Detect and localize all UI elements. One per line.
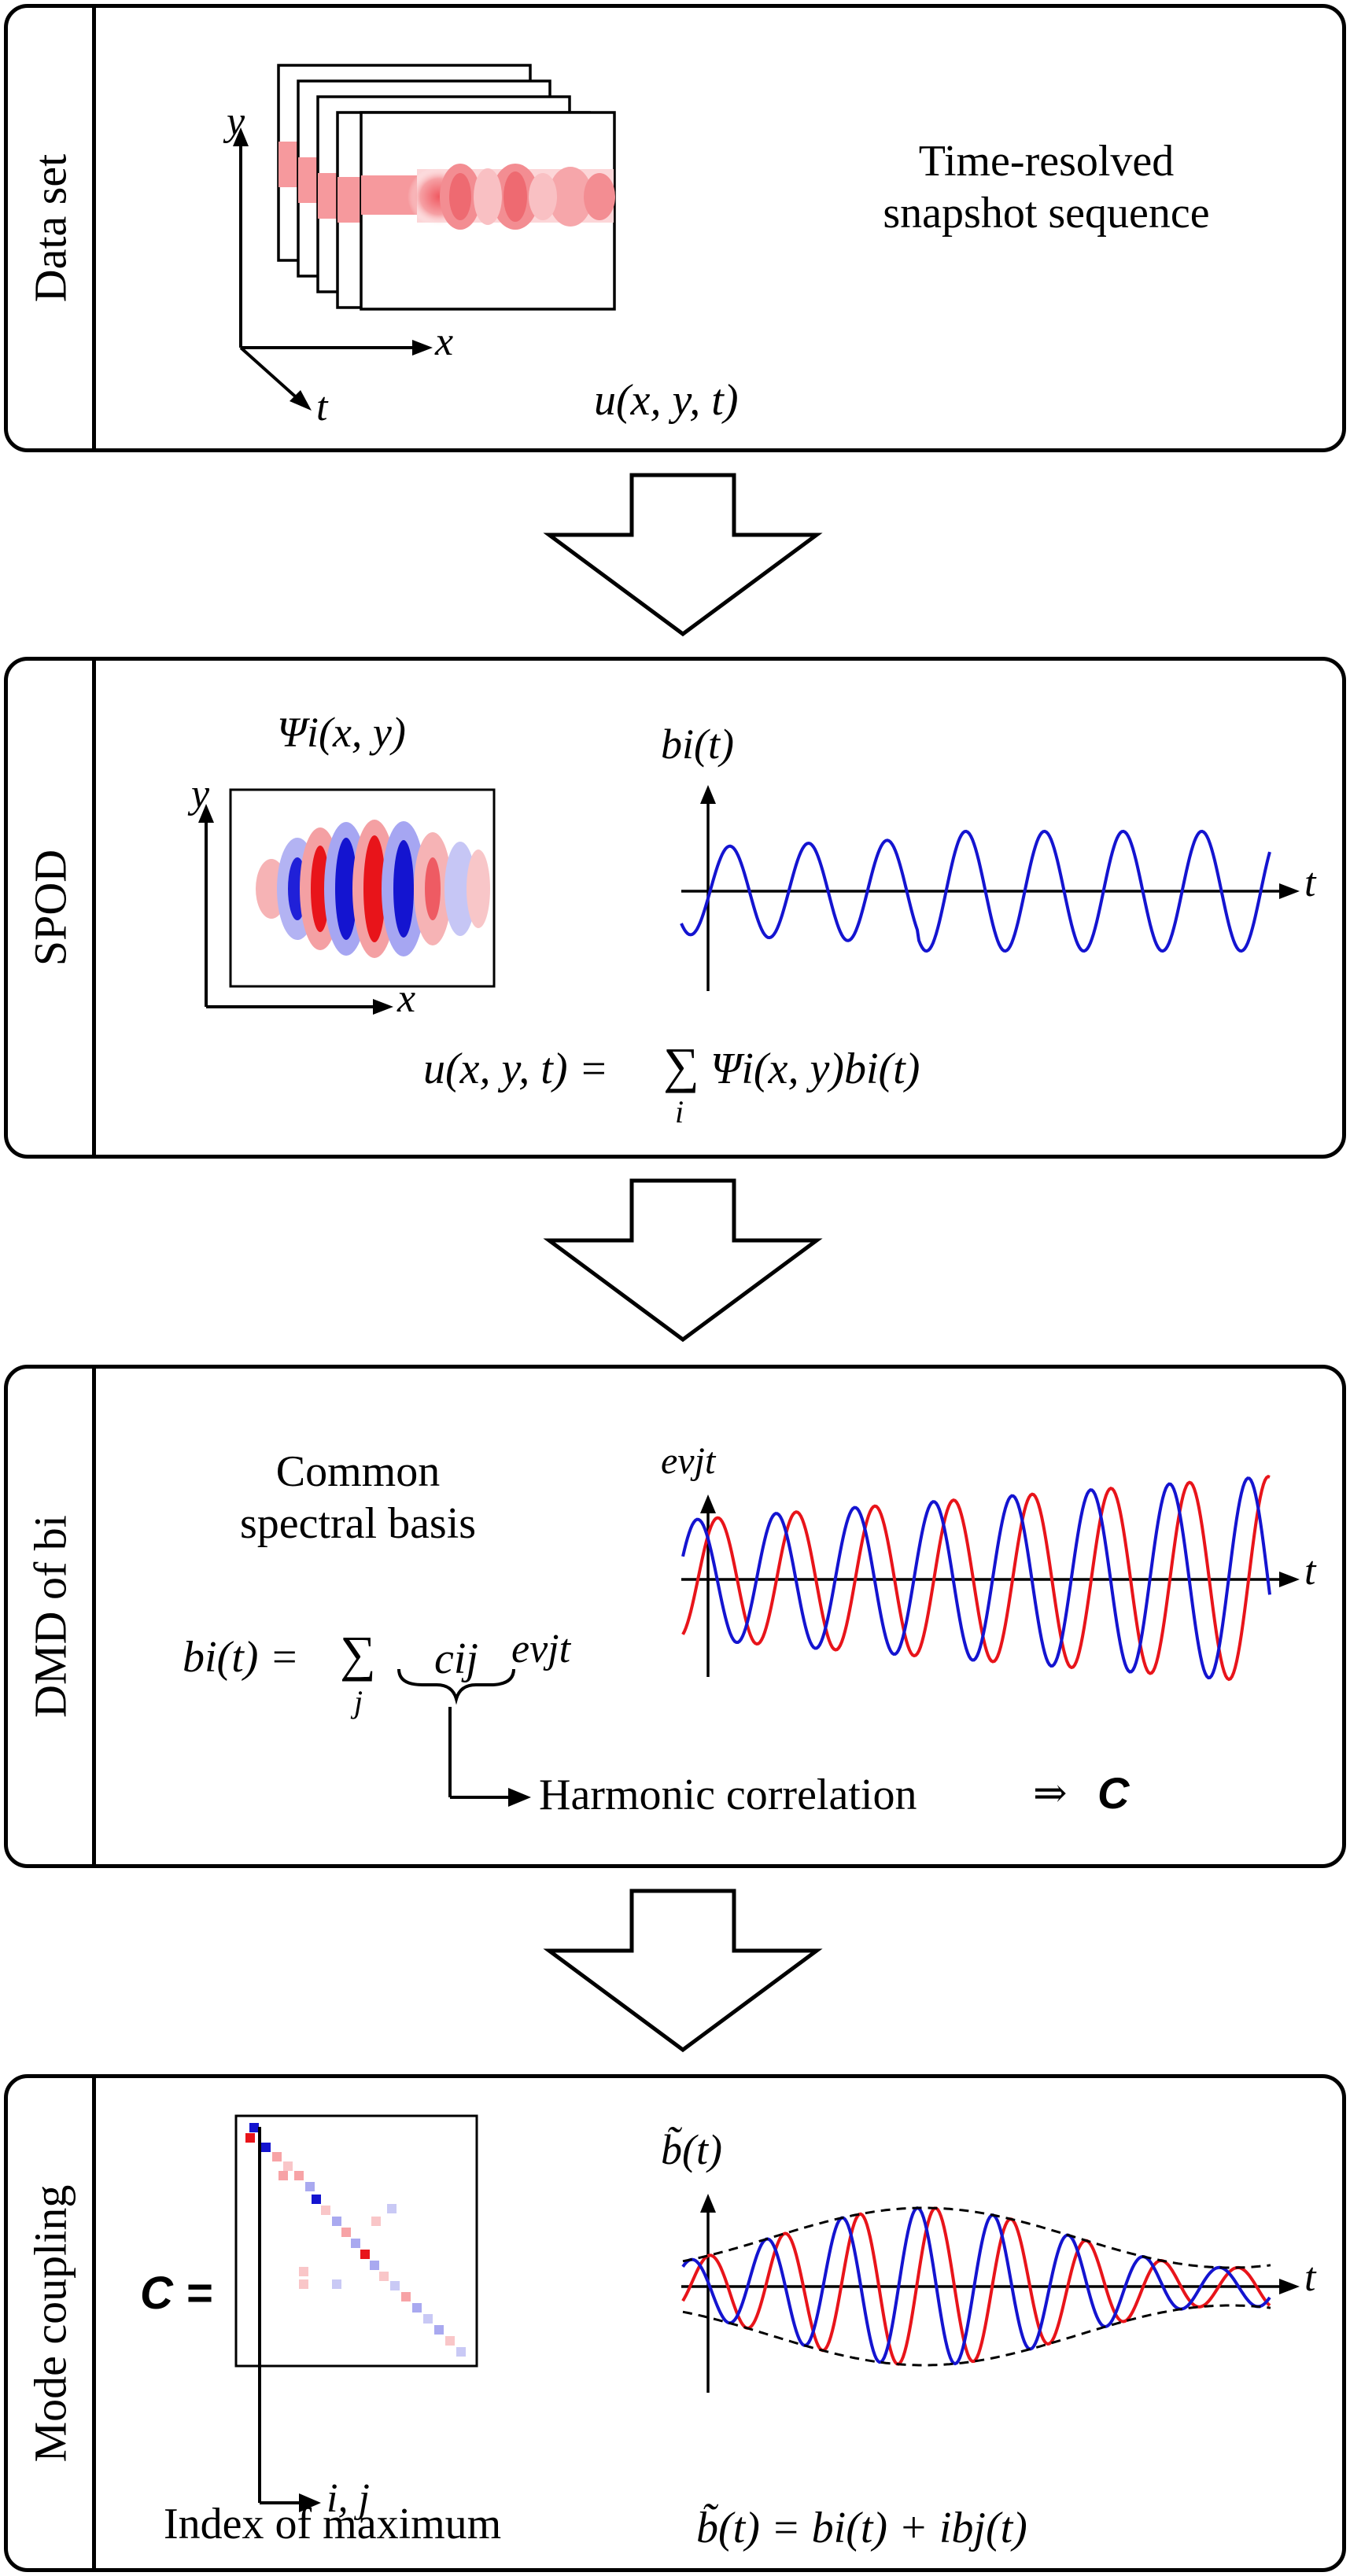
dmd-matrix-symbol: C bbox=[1097, 1768, 1130, 1818]
spod-axis-x: x bbox=[397, 976, 416, 1021]
dmd-formula-exp: eνjt bbox=[511, 1627, 571, 1671]
matrix-cell bbox=[434, 2325, 444, 2335]
spod-formula-lhs: u(x, y, t) = bbox=[423, 1045, 609, 1093]
matrix-cell bbox=[371, 2217, 381, 2226]
dataset-formula: u(x, y, t) bbox=[594, 376, 739, 425]
matrix-cell bbox=[305, 2182, 315, 2191]
harmonic-correlation-label: Harmonic correlation bbox=[539, 1771, 917, 1819]
matrix-cell bbox=[299, 2279, 308, 2289]
panel-label-dmd: DMD of bi bbox=[8, 1369, 96, 1864]
panel-coupling: Mode coupling C = i, j Index of maximum … bbox=[4, 2074, 1346, 2572]
flow-arrow-2 bbox=[543, 1178, 823, 1343]
axis-y-label: y bbox=[227, 99, 245, 144]
panel-label-coupling: Mode coupling bbox=[8, 2078, 96, 2568]
dmd-exp-plot bbox=[681, 1474, 1300, 1682]
matrix-cell bbox=[412, 2303, 422, 2313]
spod-mode-plot bbox=[198, 788, 496, 1015]
spod-axis-t: t bbox=[1304, 861, 1316, 905]
matrix-cell bbox=[387, 2204, 397, 2213]
matrix-cell bbox=[312, 2195, 321, 2204]
coupling-matrix-lhs: C = bbox=[140, 2267, 212, 2320]
index-of-maximum-label: Index of maximum bbox=[164, 2500, 502, 2548]
spod-formula-rhs: Ψi(x, y)bi(t) bbox=[710, 1045, 920, 1093]
matrix-cell bbox=[423, 2314, 433, 2324]
spod-coeff-title: bi(t) bbox=[661, 720, 734, 768]
dmd-formula-lhs: bi(t) = bbox=[183, 1633, 300, 1682]
dmd-axis-t: t bbox=[1304, 1549, 1316, 1594]
dmd-formula-sum-index: j bbox=[354, 1684, 363, 1719]
coupling-axis-ij: i, j bbox=[326, 2476, 370, 2521]
flow-arrow-1 bbox=[543, 473, 823, 637]
matrix-cell bbox=[332, 2279, 341, 2289]
dataset-description: Time-resolved snapshot sequence bbox=[826, 135, 1267, 239]
dmd-exp-title: eνjt bbox=[661, 1440, 716, 1482]
btilde-title: b̃(t) bbox=[661, 2126, 722, 2173]
spod-axis-y: y bbox=[191, 772, 210, 816]
matrix-cell bbox=[445, 2336, 455, 2346]
dataset-description-line2: snapshot sequence bbox=[883, 189, 1210, 238]
matrix-cell bbox=[261, 2143, 271, 2152]
panel-label-dataset: Data set bbox=[8, 8, 96, 448]
spod-mode-title: Ψi(x, y) bbox=[277, 709, 406, 756]
dmd-basis-text: Common spectral basis bbox=[173, 1446, 543, 1550]
btilde-axis-t: t bbox=[1304, 2255, 1316, 2300]
snapshot-stack bbox=[233, 64, 616, 411]
axis-x-label: x bbox=[435, 319, 454, 364]
harmonic-brace-connector bbox=[397, 1668, 531, 1807]
panel-label-spod: SPOD bbox=[8, 661, 96, 1155]
btilde-formula: b̃(t) = bi(t) + ibj(t) bbox=[696, 2504, 1027, 2552]
axis-t-label: t bbox=[316, 385, 328, 429]
panel-spod: SPOD Ψi(x, y) y x bi(t) t u(x bbox=[4, 657, 1346, 1159]
matrix-cell bbox=[272, 2152, 282, 2161]
matrix-cell bbox=[299, 2267, 308, 2276]
matrix-cell bbox=[278, 2171, 288, 2180]
matrix-cell bbox=[332, 2217, 341, 2226]
matrix-cell bbox=[401, 2292, 411, 2301]
dmd-basis-line1: Common bbox=[275, 1447, 441, 1496]
matrix-cell bbox=[370, 2261, 379, 2270]
spod-formula-sum: ∑ bbox=[663, 1037, 699, 1093]
matrix-cell bbox=[360, 2250, 370, 2259]
btilde-plot bbox=[681, 2194, 1300, 2393]
dmd-formula-c: cij bbox=[434, 1634, 478, 1683]
spod-coeff-plot bbox=[680, 785, 1300, 991]
matrix-cell bbox=[379, 2272, 389, 2281]
dmd-basis-line2: spectral basis bbox=[239, 1499, 477, 1548]
matrix-cell bbox=[341, 2228, 351, 2237]
matrix-cell bbox=[390, 2281, 400, 2290]
panel-dmd: DMD of bi Common spectral basis eνjt t b… bbox=[4, 1365, 1346, 1868]
coupling-matrix-symbol: C = bbox=[140, 2268, 212, 2319]
dmd-formula-sum: ∑ bbox=[340, 1626, 376, 1682]
implies-symbol: ⇒ bbox=[1033, 1771, 1068, 1816]
coupling-matrix bbox=[234, 2114, 478, 2512]
spod-formula-sum-index: i bbox=[675, 1094, 684, 1130]
flow-arrow-3 bbox=[543, 1889, 823, 2053]
dataset-description-line1: Time-resolved bbox=[918, 137, 1175, 186]
matrix-cell bbox=[283, 2161, 293, 2171]
matrix-cell bbox=[456, 2347, 466, 2357]
matrix-cell bbox=[294, 2171, 304, 2180]
matrix-cell bbox=[249, 2123, 259, 2132]
panel-dataset: Data set bbox=[4, 4, 1346, 452]
matrix-cell bbox=[245, 2133, 255, 2143]
matrix-cell bbox=[351, 2239, 360, 2248]
matrix-cell bbox=[321, 2206, 330, 2215]
